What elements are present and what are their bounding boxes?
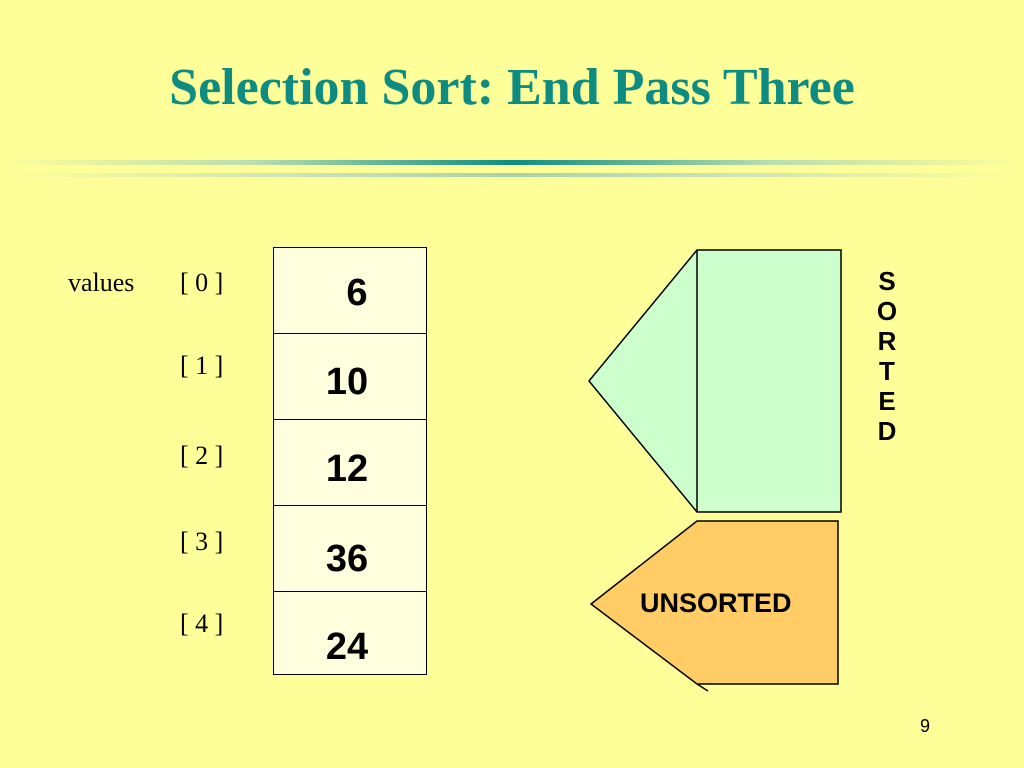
array-cell-1: 10 — [273, 333, 427, 420]
index-label-0: [ 0 ] — [180, 268, 224, 297]
unsorted-region-tick — [696, 683, 709, 692]
slide-title: Selection Sort: End Pass Three — [169, 59, 855, 116]
title-divider — [0, 160, 1024, 165]
unsorted-label: UNSORTED — [640, 588, 792, 618]
array-name-label: values — [68, 268, 135, 297]
array-value-4: 24 — [325, 626, 369, 668]
index-label-2: [ 2 ] — [180, 441, 224, 470]
sorted-letter: S — [878, 266, 896, 296]
index-label-1: [ 1 ] — [180, 351, 224, 380]
array-value-0: 6 — [346, 272, 368, 314]
title-divider-secondary — [0, 173, 1024, 177]
sorted-region-shape — [588, 249, 842, 513]
array-value-1: 10 — [325, 361, 369, 403]
index-label-3: [ 3 ] — [180, 527, 224, 556]
sorted-letter: O — [876, 296, 898, 326]
array-cell-3: 36 — [273, 505, 427, 592]
array-value-3: 36 — [325, 538, 369, 580]
sorted-vertical-label: S O R T E D — [874, 266, 900, 446]
array-value-2: 12 — [325, 448, 369, 490]
array-cell-4: 24 — [273, 591, 427, 675]
unsorted-region-shape — [589, 520, 839, 685]
array-cell-0: 6 — [273, 247, 427, 334]
sorted-letter: T — [879, 356, 895, 386]
sorted-letter: D — [877, 416, 897, 446]
page-number: 9 — [920, 716, 931, 736]
sorted-letter: E — [878, 386, 896, 416]
sorted-letter: R — [877, 326, 897, 356]
index-label-4: [ 4 ] — [180, 609, 224, 638]
